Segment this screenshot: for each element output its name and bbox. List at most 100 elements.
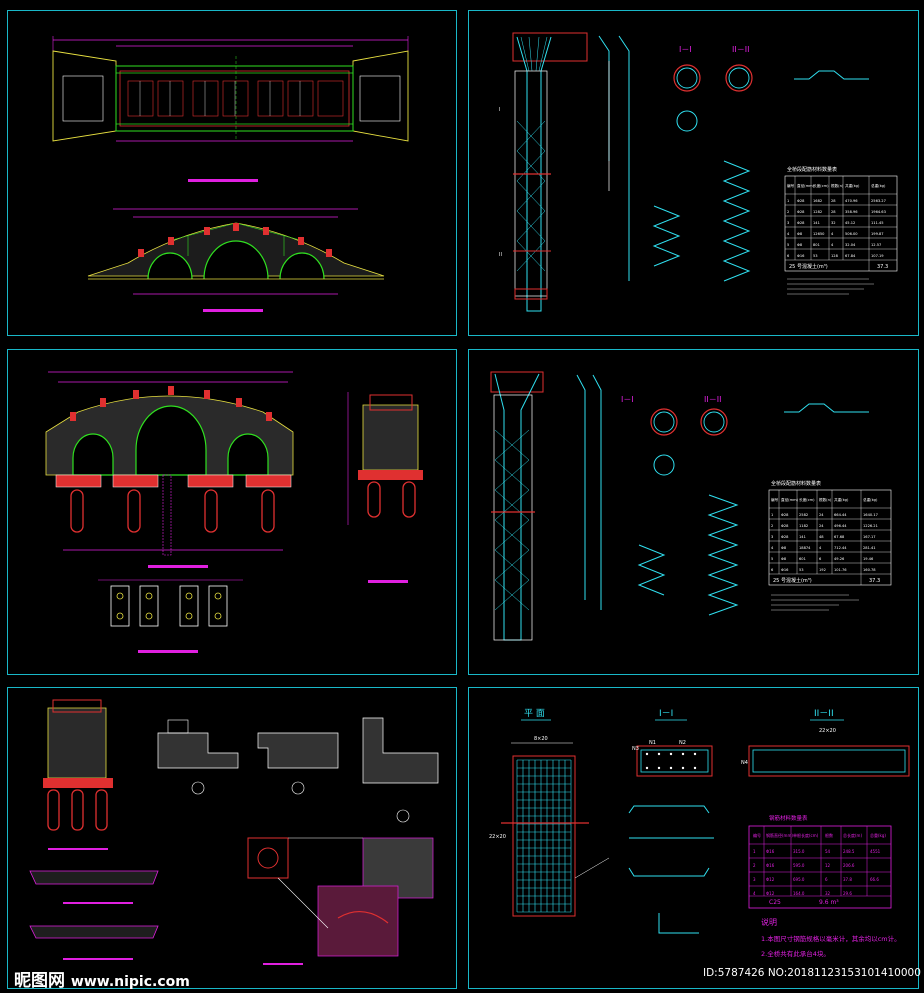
table-header-cell: 总重(kg): [870, 832, 886, 838]
table-cell: Φ28: [797, 221, 805, 225]
table-cell: 4: [831, 232, 834, 236]
table-header-cell: 共重(kg): [845, 183, 860, 188]
label-n3: N3: [632, 746, 639, 752]
table-cell: 281.41: [863, 546, 876, 550]
table-cell: Φ8: [797, 232, 803, 236]
table-cell: 167.17: [863, 535, 876, 539]
drawing-sheet-pile-rebar-1: I II I－I II－II 全桥段配筋材料数量表: [468, 10, 919, 336]
table-header-cell: 编号: [771, 497, 779, 502]
table-cell: 199.87: [871, 232, 884, 236]
table-cell: 192: [819, 568, 826, 572]
concrete-label: C25: [769, 899, 781, 906]
table-header-cell: 长度(cm): [799, 497, 815, 502]
table-cell: Φ28: [797, 210, 805, 214]
table-header-cell: 总长度(m): [843, 832, 862, 838]
plan-dim-side: 22×20: [489, 834, 506, 840]
table-header-cell: 长度(cm): [813, 183, 829, 188]
drawing-sheet-elevation-piles: [7, 349, 457, 675]
table-cell: 12: [825, 863, 831, 868]
table-cell: 12.57: [871, 243, 881, 247]
table-cell: Φ28: [797, 199, 805, 203]
section-mark-II: II: [499, 252, 502, 258]
table-cell: 801: [813, 243, 820, 247]
table-cell: Φ8: [781, 557, 787, 561]
details-drawing: [29, 699, 439, 965]
drawing-sheet-details: [7, 687, 457, 989]
table-cell: Φ16: [781, 568, 789, 572]
label-n1: N1: [649, 740, 656, 746]
table-cell: 53: [813, 254, 818, 258]
table-cell: 29.6: [843, 891, 852, 896]
table-cell: 28: [831, 210, 836, 214]
drawing-sheet-bridge-plan: [7, 10, 457, 336]
table-cell: 358.96: [845, 210, 858, 214]
table-cell: 1282: [813, 210, 822, 214]
table-cell: 1: [753, 849, 756, 854]
table-cell: 470.96: [845, 199, 858, 203]
table-cell: 45.12: [845, 221, 855, 225]
section-mark-I: I: [499, 107, 500, 113]
table-cell: 67.84: [845, 254, 856, 258]
material-table: 全桥段配筋材料数量表 编号直径(mm)长度(cm)根数(n)共重(kg)总重(k…: [784, 166, 898, 272]
table-cell: 160.78: [863, 568, 876, 572]
table-cell: 3: [753, 877, 756, 882]
table-cell: 2582: [799, 513, 808, 517]
table-cell: 49.26: [834, 557, 845, 561]
section-title-1: I－I: [621, 395, 634, 404]
plan-title: 平 面: [524, 708, 545, 719]
material-table: 全桥段配筋材料数量表 编号直径(mm)长度(cm)根数(n)共重(kg)总重(k…: [768, 480, 892, 586]
note-1: 1.本图尺寸钢筋规格以毫米计，其余均以cm计。: [761, 934, 901, 943]
table-cell: 2: [753, 863, 756, 868]
table-cell: 496.44: [834, 524, 847, 528]
table-cell: 18874: [799, 546, 811, 550]
table-cell: 37.8: [843, 877, 852, 882]
label-n2: N2: [679, 740, 686, 746]
table-cell: Φ16: [797, 254, 805, 258]
table-cell: Φ28: [781, 524, 789, 528]
table-cell: 1: [787, 199, 789, 203]
table-header-cell: 编号: [753, 832, 761, 838]
plan-dim-top: 8×20: [534, 736, 548, 742]
table-header-cell: 编号: [787, 183, 795, 188]
table-cell: 6: [787, 254, 790, 258]
table-cell: 2: [787, 210, 789, 214]
table-cell: 206.6: [843, 863, 855, 868]
table-header-cell: 根数(n): [819, 497, 832, 502]
table-cell: Φ12: [766, 877, 775, 882]
table-cell: 4: [753, 891, 756, 896]
notes-title: 说明: [761, 917, 777, 927]
table-cell: 248.5: [843, 849, 855, 854]
table-header-cell: 钢筋直径(mm): [766, 832, 793, 838]
table-cell: Φ8: [797, 243, 803, 247]
section-title-2: II－II: [732, 45, 749, 54]
table-cell: Φ28: [781, 513, 789, 517]
table-cell: 128: [831, 254, 839, 258]
table-cell: 48: [819, 535, 824, 539]
table-cell: Φ16: [766, 849, 775, 854]
table-cell: Φ28: [781, 535, 789, 539]
table-cell: 5: [771, 557, 773, 561]
drawing-sheet-pile-cap: 平 面 8×20 22×20 I－I II－II 22×20 N3 N1 N2 …: [468, 687, 919, 989]
table-cell: 1964.63: [871, 210, 886, 214]
watermark-logo: 昵图网 www.nipic.com: [14, 966, 190, 991]
table-cell: 53: [799, 568, 804, 572]
table-cell: 1182: [799, 524, 808, 528]
section-title-1: I－I: [659, 709, 673, 719]
table-cell: 32: [831, 221, 836, 225]
table-title: 全桥段配筋材料数量表: [771, 480, 821, 487]
section-title-1: I－I: [679, 45, 692, 54]
table-cell: 107.19: [871, 254, 884, 258]
table-cell: 712.44: [834, 546, 847, 550]
table-cell: Φ8: [781, 546, 787, 550]
concrete-value: 9.6 m³: [819, 899, 839, 906]
note-2: 2.全桥共有此承台4块。: [761, 949, 830, 958]
table-cell: 1682: [813, 199, 822, 203]
table-cell: 1640.17: [863, 513, 878, 517]
table-cell: 4: [831, 243, 834, 247]
concrete-value: 37.3: [877, 264, 888, 270]
table-cell: 141: [799, 535, 806, 539]
watermark-url: www.nipic.com: [70, 974, 190, 990]
